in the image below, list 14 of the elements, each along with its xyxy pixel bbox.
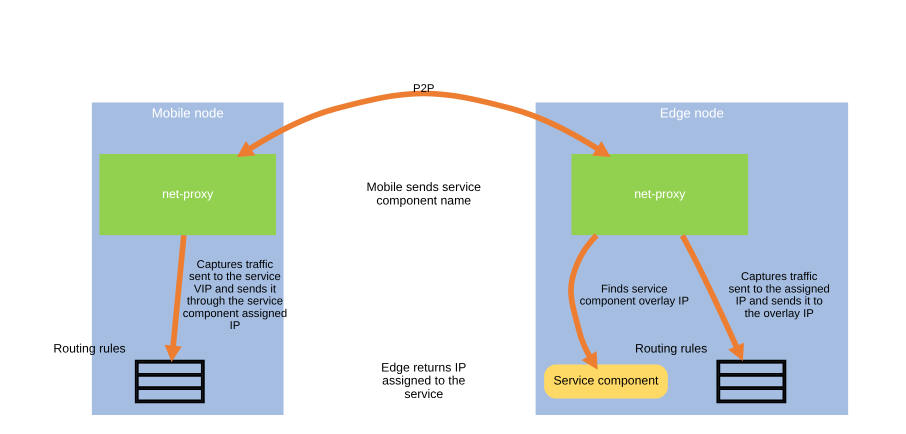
- node-box: net-proxy: [571, 154, 748, 236]
- arrow: [679, 234, 744, 362]
- label: Edge returns IP assigned to the service: [380, 360, 466, 401]
- edge-label: Captures traffic sent to the service VIP and sends it through the service component assigned IP: [182, 258, 287, 332]
- node-label: Routing rules: [52, 342, 126, 356]
- node-label: Routing rules: [634, 342, 707, 356]
- node-box: Service component: [544, 364, 668, 398]
- node-box: net-proxy: [98, 154, 276, 236]
- arrow: [568, 233, 598, 370]
- arrow: [236, 90, 610, 158]
- label: Mobile sends service component name: [366, 180, 481, 208]
- edge-label: Captures traffic sent to the assigned IP and sends it to the overlay IP: [728, 271, 830, 320]
- arrow: [164, 234, 186, 362]
- edge-label: Finds service component overlay IP: [579, 283, 689, 308]
